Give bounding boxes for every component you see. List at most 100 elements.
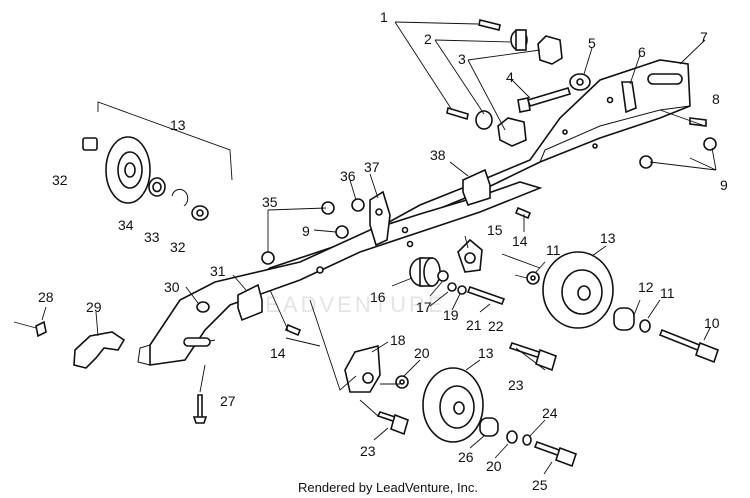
callout-27: 27	[220, 393, 236, 409]
bolt-25	[533, 440, 578, 468]
callout-23-mid: 23	[508, 377, 524, 393]
nut-5	[569, 73, 591, 91]
callout-14-lower: 14	[270, 345, 286, 361]
callout-35: 35	[262, 194, 278, 210]
washer-11-mid	[526, 271, 540, 285]
callout-6: 6	[638, 44, 646, 60]
bolt-22	[466, 285, 506, 306]
callout-15: 15	[487, 222, 503, 238]
screw-14-lower	[284, 323, 302, 337]
block-3-top	[537, 35, 563, 65]
callout-13-right: 13	[600, 230, 616, 246]
callout-13-lower: 13	[478, 345, 494, 361]
callout-14-upper: 14	[512, 233, 528, 249]
callout-22: 22	[488, 318, 504, 334]
callout-1: 1	[380, 9, 388, 25]
callout-26: 26	[458, 449, 474, 465]
bolt-1-lower	[446, 106, 469, 121]
spacer-16	[409, 257, 441, 287]
callout-2: 2	[424, 31, 432, 47]
slide-block-31	[237, 283, 263, 322]
callout-16: 16	[370, 289, 386, 305]
bolt-10	[658, 328, 719, 364]
callout-34: 34	[118, 217, 134, 233]
nut-36	[351, 198, 365, 212]
screw-14-upper	[514, 206, 532, 220]
callout-19: 19	[443, 307, 459, 323]
callout-numbers: 1 2 3 4 5 6 7 8 9 10 11 11 12 13 13 13 1…	[38, 9, 728, 493]
callout-28: 28	[38, 289, 54, 305]
nut-30	[196, 301, 210, 313]
callout-33: 33	[144, 229, 160, 245]
nut-35-lower	[261, 251, 275, 265]
bolt-4	[517, 87, 572, 113]
callout-17: 17	[416, 299, 432, 315]
bolt-1-top	[478, 19, 501, 31]
callout-31: 31	[210, 263, 226, 279]
washer-19	[447, 282, 457, 292]
nut-32-lower	[191, 205, 209, 221]
wheel-13-right	[542, 251, 614, 329]
bracket-18	[344, 344, 381, 393]
callout-5: 5	[588, 35, 596, 51]
bolt-8	[689, 117, 707, 127]
screw-27	[192, 394, 208, 424]
bolt-23-lower	[376, 411, 409, 436]
washer-20-lower	[506, 430, 518, 444]
slide-block-38	[462, 168, 491, 206]
bushing-2-lower	[475, 110, 493, 130]
callout-11-mid: 11	[546, 242, 561, 258]
bracket-15	[457, 238, 483, 273]
nut-9-right	[703, 137, 717, 151]
callout-11-right: 11	[660, 285, 675, 301]
bushing-2-top	[510, 29, 528, 51]
leader-lines	[41, 21, 717, 475]
callout-9-mid: 9	[302, 223, 310, 239]
callout-20-lower: 20	[486, 458, 502, 474]
block-3-lower	[497, 117, 527, 147]
callout-7: 7	[700, 29, 708, 45]
render-credit: Rendered by LeadVenture, Inc.	[298, 480, 478, 495]
callout-25: 25	[532, 477, 548, 493]
spacer-26	[479, 417, 499, 437]
callout-4: 4	[506, 69, 514, 85]
callout-12: 12	[638, 279, 654, 295]
bracket-6	[621, 81, 637, 114]
callout-9-right: 9	[720, 177, 728, 193]
callout-20-mid: 20	[414, 345, 430, 361]
callout-32-upper: 32	[52, 172, 68, 188]
washer-21	[457, 285, 467, 295]
wheel-13-upper-left	[105, 136, 151, 204]
callout-3: 3	[458, 51, 466, 67]
callout-13-upper-left: 13	[170, 117, 186, 133]
bracket-37	[369, 190, 391, 247]
spacer-12	[613, 307, 635, 331]
bracket-13-upper-left	[97, 101, 233, 181]
callout-21: 21	[466, 317, 482, 333]
ski-tip-29	[73, 331, 126, 369]
bolt-23-mid	[508, 342, 557, 372]
callout-18: 18	[390, 332, 406, 348]
washer-11-right	[639, 319, 651, 333]
snap-ring-33	[171, 188, 189, 207]
washer-17	[437, 270, 449, 282]
bearing-34	[148, 177, 166, 197]
watermark-text: LEADVENTURE	[250, 292, 446, 317]
callout-38: 38	[430, 147, 446, 163]
wheel-13-lower	[422, 367, 484, 443]
callout-8: 8	[712, 91, 720, 107]
callout-37: 37	[364, 159, 380, 175]
washer-20-mid	[395, 375, 409, 389]
callout-23-lower: 23	[360, 443, 376, 459]
callout-10: 10	[704, 315, 720, 331]
callout-36: 36	[340, 168, 356, 184]
callout-30: 30	[164, 279, 180, 295]
callout-32-lower: 32	[170, 239, 186, 255]
screw-28	[13, 320, 47, 338]
bolt-32-upper	[82, 137, 98, 151]
callout-29: 29	[86, 299, 102, 315]
callout-24: 24	[542, 405, 558, 421]
nut-9-mid	[335, 225, 349, 239]
